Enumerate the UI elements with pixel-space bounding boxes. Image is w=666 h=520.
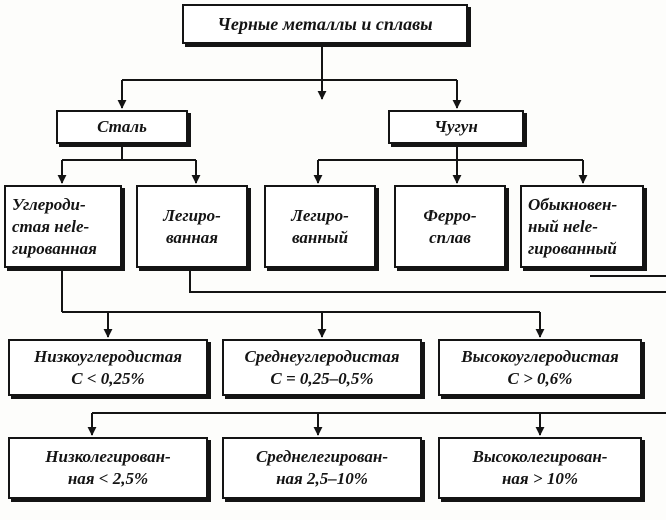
steel-node: Сталь — [56, 110, 188, 144]
medium-carbon-line-2: C = 0,25–0,5% — [270, 368, 374, 388]
low-alloy-line-1: Низколегирован- — [45, 447, 171, 466]
ordinary-iron-line-3: гированный — [528, 238, 617, 258]
ordinary-iron-line-1: Обыкновен- — [528, 194, 618, 214]
high-alloy-line-1: Высоколегирован- — [472, 447, 608, 466]
low-alloy-node: Низколегирован- ная < 2,5% — [8, 437, 208, 499]
medium-alloy-line-2: ная 2,5–10% — [276, 469, 368, 488]
high-carbon-line-2: C > 0,6% — [507, 368, 573, 388]
root-node: Черные металлы и сплавы — [182, 4, 468, 44]
high-carbon-node: Высокоуглеродистая C > 0,6% — [438, 339, 642, 396]
alloyed-iron-line-1: Легиро- — [291, 205, 349, 225]
carbon-unalloyed-line-2: стая нele- — [12, 216, 90, 236]
alloyed-steel-node: Легиро- ванная — [136, 185, 248, 268]
carbon-unalloyed-line-1: Углероди- — [12, 194, 86, 214]
ferroalloy-line-1: Ферро- — [423, 205, 477, 225]
ordinary-iron-line-2: ный нele- — [528, 216, 598, 236]
medium-carbon-line-1: Среднеуглеродистая — [244, 346, 400, 366]
cast-iron-node: Чугун — [388, 110, 524, 144]
alloyed-iron-node: Легиро- ванный — [264, 185, 376, 268]
high-alloy-line-2: ная > 10% — [501, 469, 579, 488]
carbon-unalloyed-steel-node: Углероди- стая нele- гированная — [4, 185, 122, 268]
low-alloy-line-2: ная < 2,5% — [67, 469, 149, 488]
ferroalloy-node: Ферро- сплав — [394, 185, 506, 268]
alloyed-steel-line-2: ванная — [165, 227, 219, 247]
alloyed-steel-line-1: Легиро- — [163, 205, 221, 225]
medium-carbon-node: Среднеуглеродистая C = 0,25–0,5% — [222, 339, 422, 396]
steel-label: Сталь — [97, 117, 147, 136]
carbon-unalloyed-line-3: гированная — [12, 238, 97, 258]
ferroalloy-line-2: сплав — [429, 227, 471, 247]
low-carbon-line-2: C < 0,25% — [71, 368, 145, 388]
medium-alloy-line-1: Среднелегирован- — [255, 447, 389, 466]
low-carbon-node: Низкоуглеродистая C < 0,25% — [8, 339, 208, 396]
root-label: Черные металлы и сплавы — [217, 14, 433, 34]
alloyed-iron-line-2: ванный — [291, 227, 349, 247]
high-alloy-node: Высоколегирован- ная > 10% — [438, 437, 642, 499]
high-carbon-line-1: Высокоуглеродистая — [461, 346, 619, 366]
cast-iron-label: Чугун — [434, 117, 478, 136]
ordinary-unalloyed-iron-node: Обыкновен- ный нele- гированный — [520, 185, 644, 268]
medium-alloy-node: Среднелегирован- ная 2,5–10% — [222, 437, 422, 499]
low-carbon-line-1: Низкоуглеродистая — [34, 346, 182, 366]
alloy-connector-top — [189, 266, 666, 293]
